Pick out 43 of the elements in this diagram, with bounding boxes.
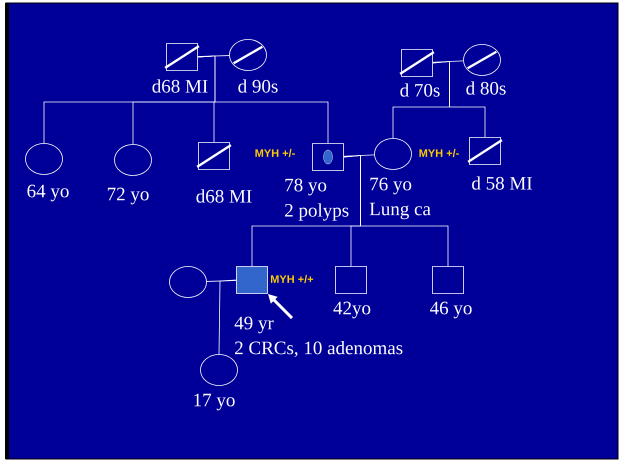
couple-line bbox=[344, 154, 375, 157]
male-square bbox=[312, 143, 344, 171]
female-circle bbox=[169, 266, 207, 298]
person-label: 46 yo bbox=[430, 302, 472, 318]
female-circle bbox=[25, 143, 63, 175]
person-label: d68 MI bbox=[196, 189, 252, 203]
descent-line bbox=[218, 280, 236, 354]
genotype-label: MYH +/- bbox=[255, 148, 295, 158]
male-square-deceased bbox=[467, 137, 503, 165]
female-circle-deceased bbox=[229, 39, 267, 71]
male-square-deceased bbox=[399, 49, 435, 77]
male-square-deceased bbox=[164, 43, 200, 71]
person-label: 2 CRCs, 10 adenomas bbox=[235, 340, 402, 358]
male-square-deceased bbox=[196, 142, 232, 170]
couple-line bbox=[432, 60, 464, 63]
couple-line bbox=[206, 280, 236, 282]
female-circle bbox=[114, 144, 152, 176]
female-circle-deceased bbox=[463, 44, 501, 76]
person-label: 2 polyps bbox=[285, 203, 348, 221]
person-label: d 80s bbox=[466, 81, 506, 95]
person-label: d 70s bbox=[400, 83, 440, 97]
person-label: d 90s bbox=[238, 79, 278, 93]
male-square bbox=[236, 266, 268, 294]
descent-line bbox=[344, 155, 448, 266]
person-label: 78 yo bbox=[285, 178, 326, 196]
person-label: 17 yo bbox=[194, 394, 235, 410]
person-label: d68 MI bbox=[152, 79, 208, 93]
male-square bbox=[432, 266, 464, 294]
person-label: 49 yr bbox=[234, 316, 274, 334]
genotype-label: MYH +/+ bbox=[270, 274, 314, 284]
person-label: d 58 MI bbox=[472, 176, 532, 190]
couple-line bbox=[198, 55, 230, 57]
person-label: 76 yo bbox=[370, 178, 412, 194]
person-label: Lung ca bbox=[370, 202, 431, 220]
genotype-label: MYH +/- bbox=[419, 148, 459, 158]
female-circle bbox=[374, 138, 412, 170]
male-square bbox=[335, 266, 367, 294]
female-circle bbox=[200, 354, 238, 386]
descent-line bbox=[432, 61, 486, 138]
descent-line bbox=[198, 56, 328, 144]
person-label: 72 yo bbox=[108, 188, 149, 204]
person-label: 42yo bbox=[333, 302, 370, 318]
person-label: 64 yo bbox=[27, 184, 69, 202]
